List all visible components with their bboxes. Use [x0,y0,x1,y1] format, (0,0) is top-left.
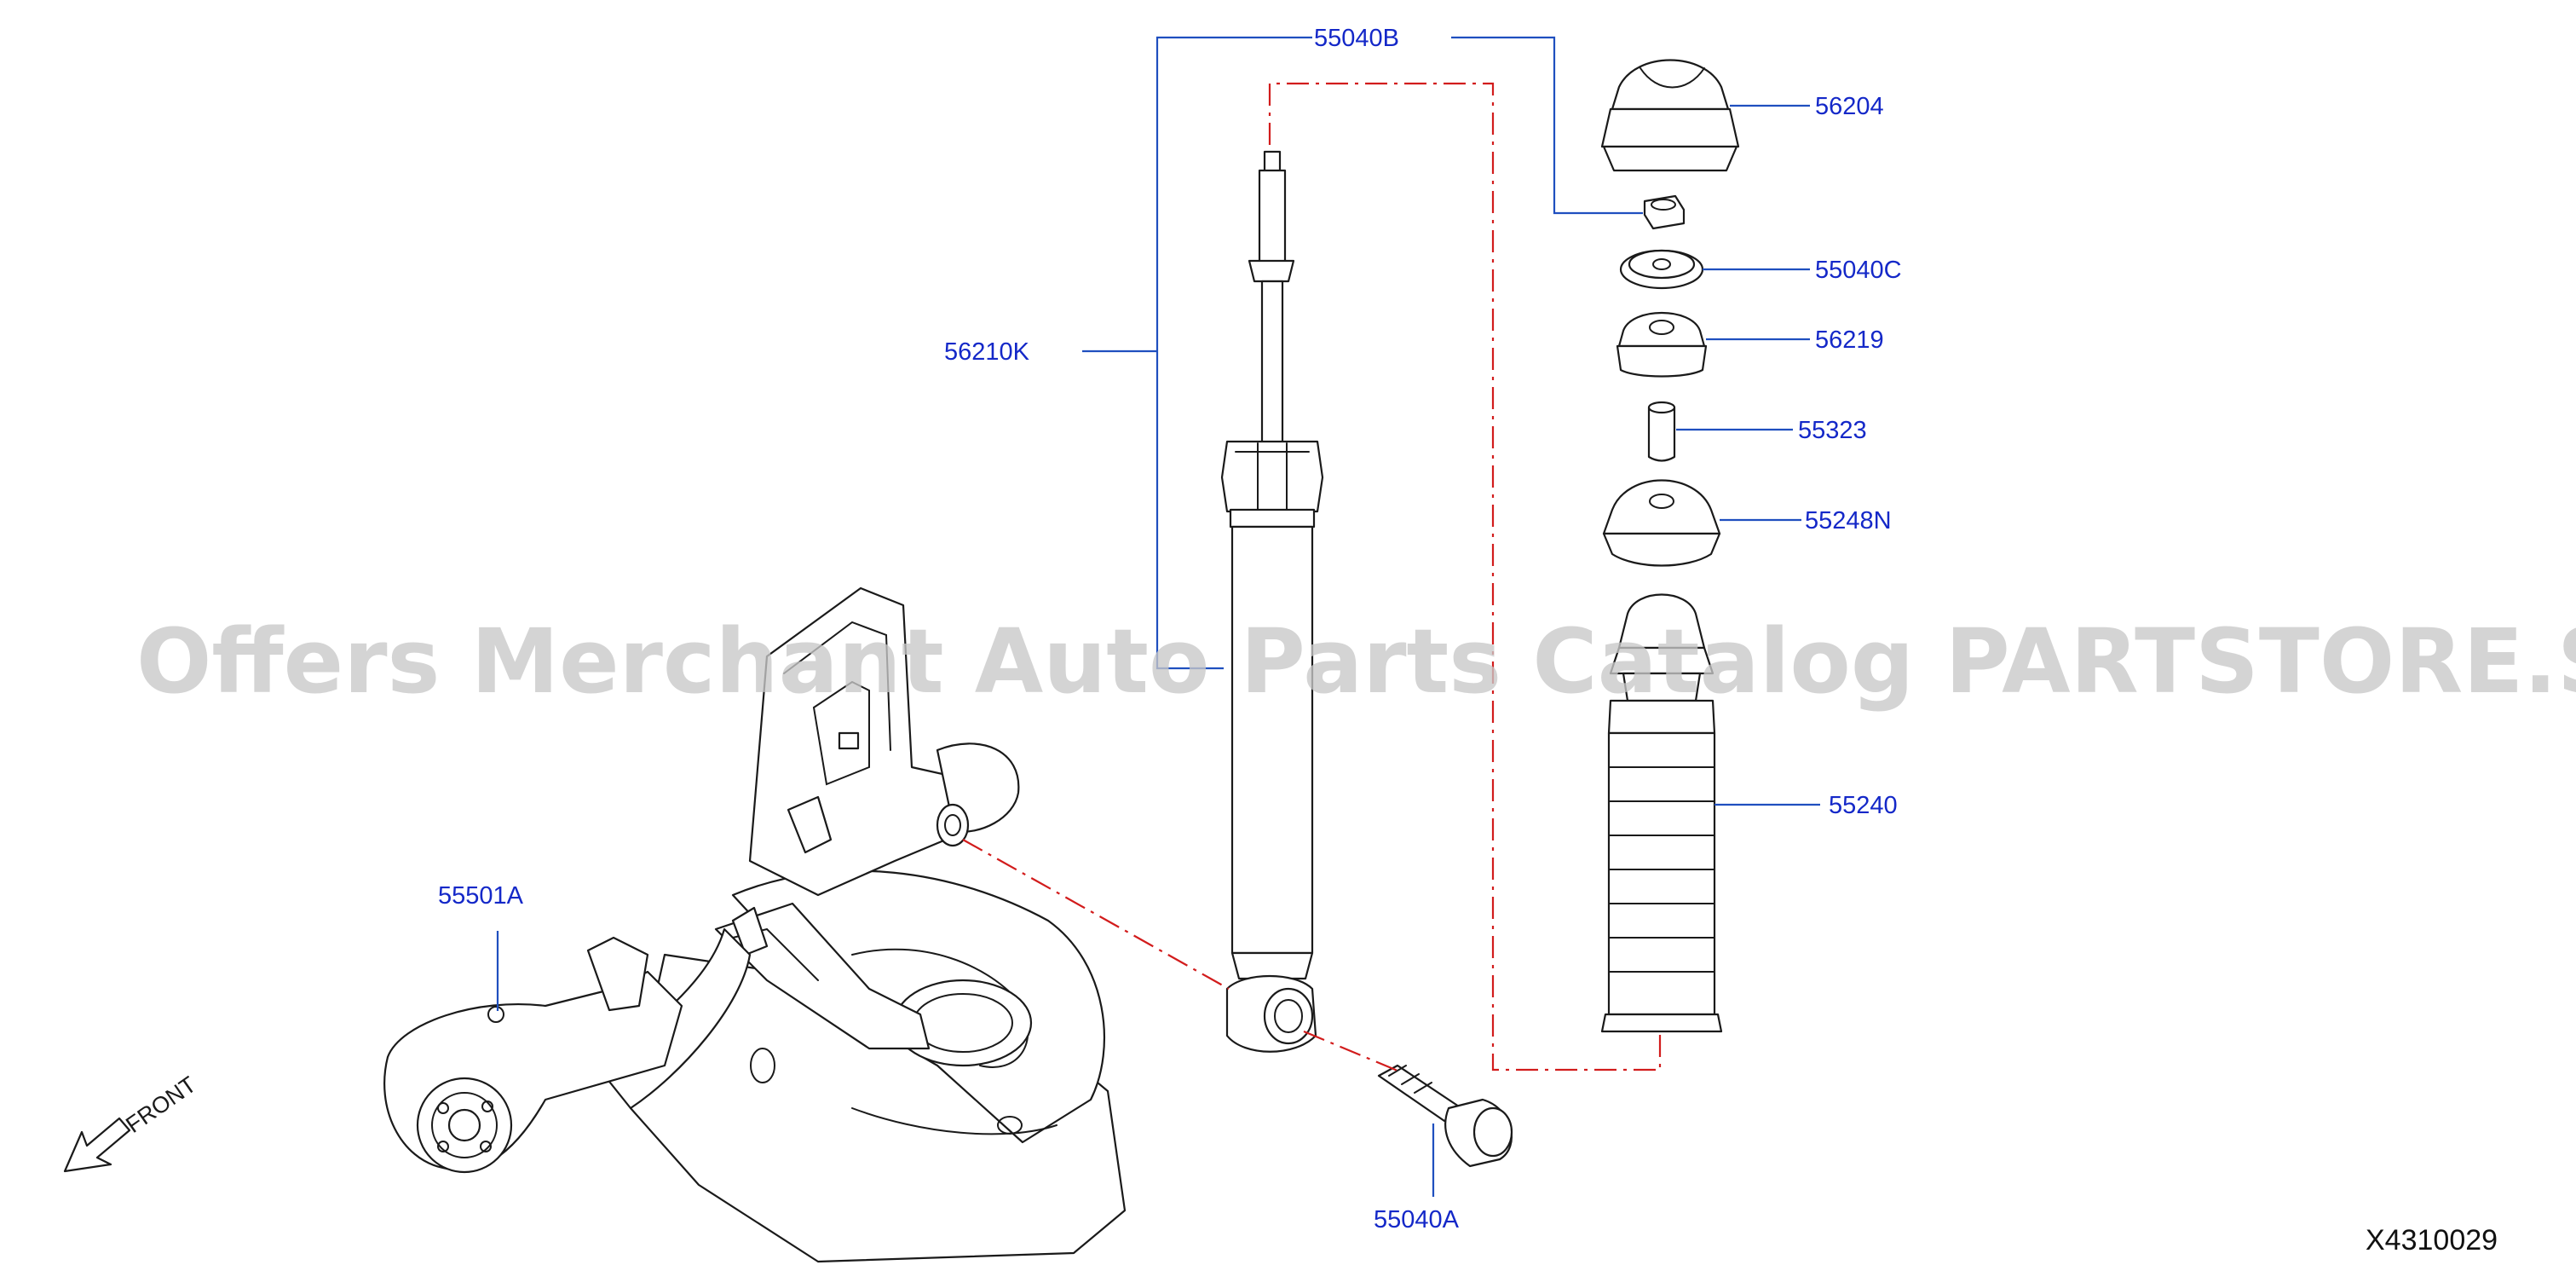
front-label: FRONT [121,1071,200,1138]
bound-bumper-55240 [1600,593,1723,1033]
assembly-lines [962,82,1662,1072]
lower-link-arm [383,936,683,1174]
label-56210K: 56210K [944,338,1030,366]
diagram-code: X4310029 [2366,1224,2498,1256]
rear-axle-beam [595,586,1127,1263]
label-55040C: 55040C [1815,257,1902,284]
label-55040B: 55040B [1314,25,1399,52]
label-55501A: 55501A [438,882,524,910]
lock-nut [1643,194,1686,230]
front-direction-indicator: FRONT [63,1071,201,1173]
watermark: Offers Merchant Auto Parts Catalog PARTS… [136,609,2576,713]
label-55240: 55240 [1829,792,1898,819]
shock-absorber [1220,150,1324,1053]
bump-cap-56204 [1600,59,1740,172]
mounting-insulator-56219 [1616,311,1708,378]
label-56219: 56219 [1815,326,1884,354]
label-56204: 56204 [1815,93,1884,120]
dust-cover-cap-55248N [1602,479,1721,567]
washer-55040C [1619,249,1704,290]
mounting-bolt [1377,1064,1513,1168]
label-55248N: 55248N [1805,507,1892,534]
label-55040A: 55040A [1374,1206,1460,1233]
label-55323: 55323 [1798,417,1867,444]
part-labels: 55040B 56204 55040C 56219 56210K 55323 5… [438,25,1902,1233]
front-arrow-icon [63,1117,131,1173]
spacer-55323 [1647,401,1676,462]
leader-lines [496,36,1820,1197]
